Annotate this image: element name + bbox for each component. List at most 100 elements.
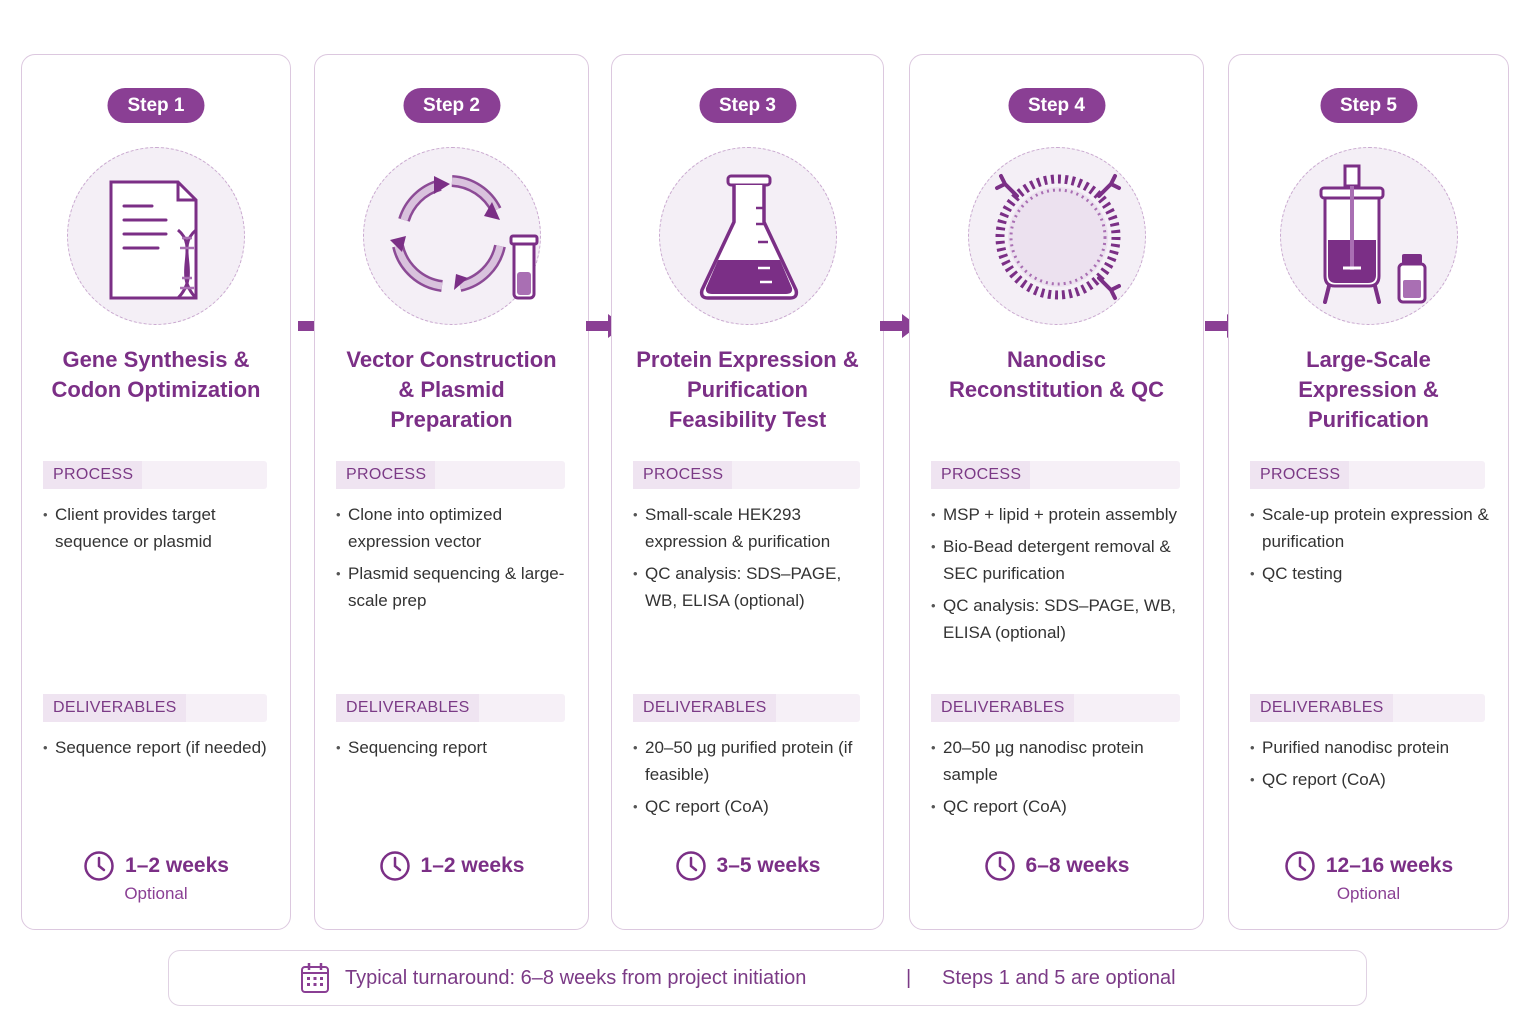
deliverable-item: Sequencing report (336, 734, 576, 761)
deliverable-item: 20–50 µg nanodisc protein sample (931, 734, 1191, 788)
deliverable-item: QC report (CoA) (931, 793, 1191, 820)
process-item: Client provides target sequence or plasm… (43, 501, 278, 555)
process-header: PROCESS (1250, 461, 1485, 489)
step-badge: Step 4 (1007, 88, 1106, 123)
process-list: Clone into optimized expression vector P… (336, 501, 576, 619)
process-list: Client provides target sequence or plasm… (43, 501, 278, 560)
optional-steps-note: Steps 1 and 5 are optional (942, 967, 1176, 989)
clock-icon (984, 851, 1015, 881)
step-badge: Step 3 (698, 88, 797, 123)
deliverable-item: QC report (CoA) (1250, 766, 1496, 793)
step-card-4: Step 4 Nanodisc Reconstitution & QC PROC… (909, 54, 1204, 930)
duration-text: 6–8 weeks (1025, 854, 1130, 877)
step-title-line: Codon Optimization (51, 377, 261, 402)
process-header: PROCESS (43, 461, 267, 489)
duration: 1–2 weeks (22, 850, 290, 882)
flask-icon (658, 147, 837, 325)
step-title-line: Purification (1307, 407, 1429, 432)
step-title-line: Expression & (1298, 377, 1439, 402)
step-title-line: & Plasmid (398, 377, 505, 402)
step-title-line: Feasibility Test (668, 407, 827, 432)
optional-label: Optional (124, 884, 188, 903)
deliverable-item: 20–50 µg purified protein (if feasible) (633, 734, 871, 788)
process-list: Small-scale HEK293 expression & purifica… (633, 501, 871, 619)
step-title-line: Purification (686, 377, 808, 402)
step-card-5: Step 5 Large-Scale Expression & Purifica… (1228, 54, 1509, 930)
step-title-line: Nanodisc (1006, 347, 1107, 372)
deliverables-list: 20–50 µg nanodisc protein sample QC repo… (931, 734, 1191, 825)
duration: 12–16 weeks (1229, 850, 1508, 882)
process-label: PROCESS (931, 461, 1031, 489)
deliverables-header: DELIVERABLES (931, 694, 1180, 722)
process-header: PROCESS (931, 461, 1180, 489)
turnaround-text: Typical turnaround: 6–8 weeks from proje… (345, 967, 807, 989)
process-list: Scale-up protein expression & purificati… (1250, 501, 1496, 592)
step-title-line: Protein Expression & (636, 347, 859, 372)
step-badge: Step 2 (402, 88, 501, 123)
step-title-line: Preparation (390, 407, 513, 432)
deliverable-item: Sequence report (if needed) (43, 734, 278, 761)
clock-icon (84, 851, 114, 881)
duration: 3–5 weeks (612, 850, 883, 882)
step-title: Protein Expression & Purification Feasib… (620, 345, 875, 435)
process-item: Bio-Bead detergent removal & SEC purific… (931, 533, 1191, 587)
duration: 6–8 weeks (910, 850, 1203, 882)
turnaround-banner: Typical turnaround: 6–8 weeks from proje… (168, 950, 1367, 1006)
deliverable-item: QC report (CoA) (633, 793, 871, 820)
step-card-2: Step 2 Vector Construction & Plasmid (314, 54, 589, 930)
deliverables-header: DELIVERABLES (43, 694, 267, 722)
bioreactor-icon (1279, 147, 1458, 325)
deliverables-label: DELIVERABLES (336, 694, 479, 722)
process-item: QC testing (1250, 560, 1496, 587)
step-title-line: Vector Construction (346, 347, 557, 372)
process-list: MSP + lipid + protein assembly Bio-Bead … (931, 501, 1191, 651)
deliverable-item: Purified nanodisc protein (1250, 734, 1496, 761)
document-dna-icon (67, 147, 245, 325)
cycle-tube-icon (362, 147, 541, 325)
calendar-icon (301, 963, 329, 993)
duration-text: 12–16 weeks (1325, 854, 1454, 877)
deliverables-list: Sequencing report (336, 734, 576, 766)
process-header: PROCESS (336, 461, 565, 489)
step-card-3: Step 3 Protein Expression & Purification… (611, 54, 884, 930)
duration: 1–2 weeks (315, 850, 588, 882)
clock-icon (379, 851, 410, 881)
deliverables-header: DELIVERABLES (1250, 694, 1485, 722)
deliverables-list: Sequence report (if needed) (43, 734, 278, 766)
deliverables-label: DELIVERABLES (1250, 694, 1393, 722)
optional-label: Optional (1336, 884, 1401, 903)
deliverables-label: DELIVERABLES (931, 694, 1074, 722)
process-item: QC analysis: SDS–PAGE, WB, ELISA (option… (633, 560, 871, 614)
process-item: QC analysis: SDS–PAGE, WB, ELISA (option… (931, 592, 1191, 646)
duration-text: 1–2 weeks (125, 854, 229, 877)
process-item: Small-scale HEK293 expression & purifica… (633, 501, 871, 555)
process-header: PROCESS (633, 461, 860, 489)
step-title-line: Reconstitution & QC (948, 377, 1165, 402)
step-title: Nanodisc Reconstitution & QC (918, 345, 1195, 405)
process-item: Scale-up protein expression & purificati… (1250, 501, 1496, 555)
deliverables-list: 20–50 µg purified protein (if feasible) … (633, 734, 871, 825)
clock-icon (1285, 851, 1315, 881)
step-title-line: Gene Synthesis & (62, 347, 250, 372)
nanodisc-icon (967, 147, 1146, 325)
clock-icon (675, 851, 706, 881)
deliverables-list: Purified nanodisc protein QC report (CoA… (1250, 734, 1496, 798)
step-title: Vector Construction & Plasmid Preparatio… (323, 345, 580, 435)
process-item: Plasmid sequencing & large-scale prep (336, 560, 576, 614)
process-label: PROCESS (43, 461, 143, 489)
arrow-right-icon (880, 314, 918, 338)
duration-text: 3–5 weeks (716, 854, 821, 877)
process-label: PROCESS (633, 461, 733, 489)
step-title: Gene Synthesis & Codon Optimization (30, 345, 282, 405)
process-item: MSP + lipid + protein assembly (931, 501, 1191, 528)
step-badge: Step 1 (107, 88, 205, 123)
step-title-line: Large-Scale (1306, 347, 1431, 372)
process-item: Clone into optimized expression vector (336, 501, 576, 555)
step-badge: Step 5 (1319, 88, 1418, 123)
deliverables-label: DELIVERABLES (633, 694, 776, 722)
deliverables-label: DELIVERABLES (43, 694, 186, 722)
process-label: PROCESS (1250, 461, 1350, 489)
deliverables-header: DELIVERABLES (336, 694, 565, 722)
step-card-1: Step 1 Gene Synthesis & Codon Optimizati… (21, 54, 291, 930)
footer-separator: | (906, 967, 912, 989)
